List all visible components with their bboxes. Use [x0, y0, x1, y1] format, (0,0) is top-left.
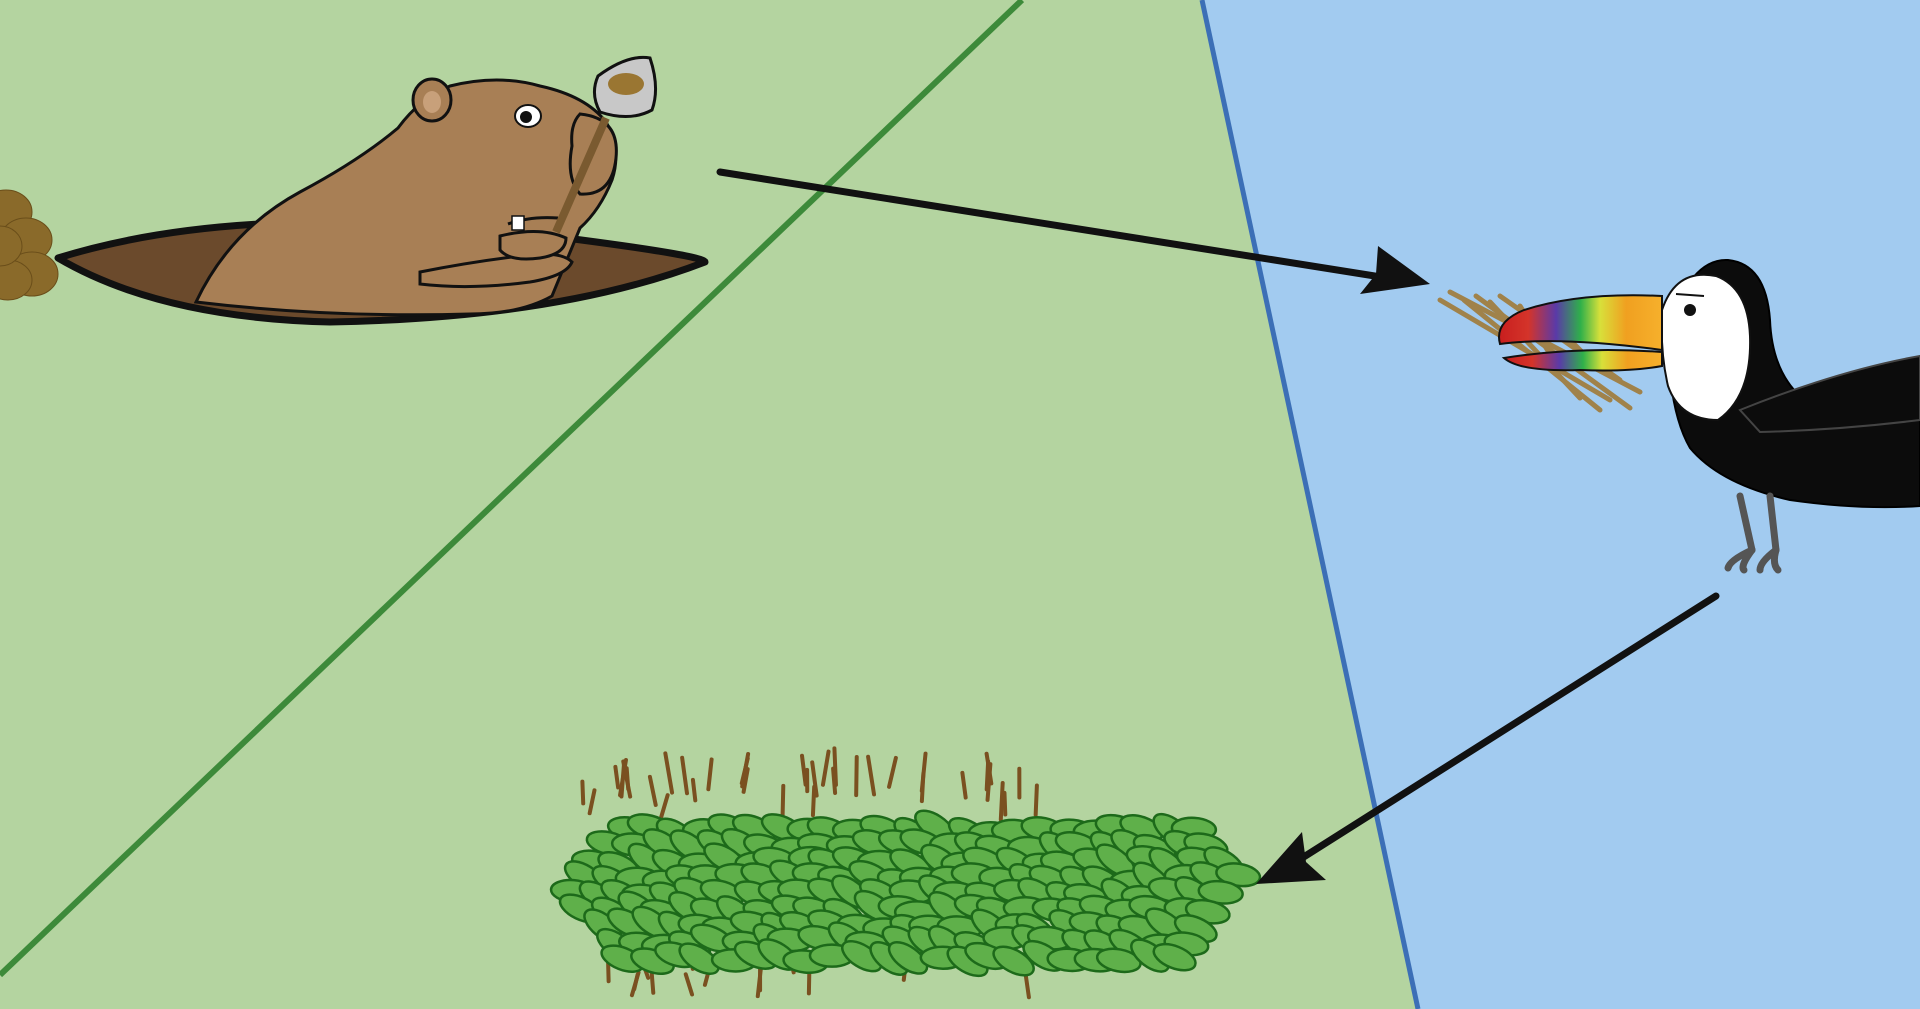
twig — [1001, 783, 1003, 820]
twig — [813, 787, 814, 815]
twig — [1004, 793, 1005, 815]
twig — [783, 786, 784, 819]
twig — [1036, 786, 1037, 815]
twig — [615, 767, 618, 788]
twig — [582, 782, 583, 804]
twig — [856, 757, 857, 795]
twig — [627, 768, 629, 789]
twig — [922, 773, 924, 801]
twig — [693, 780, 695, 801]
twig — [834, 748, 836, 785]
